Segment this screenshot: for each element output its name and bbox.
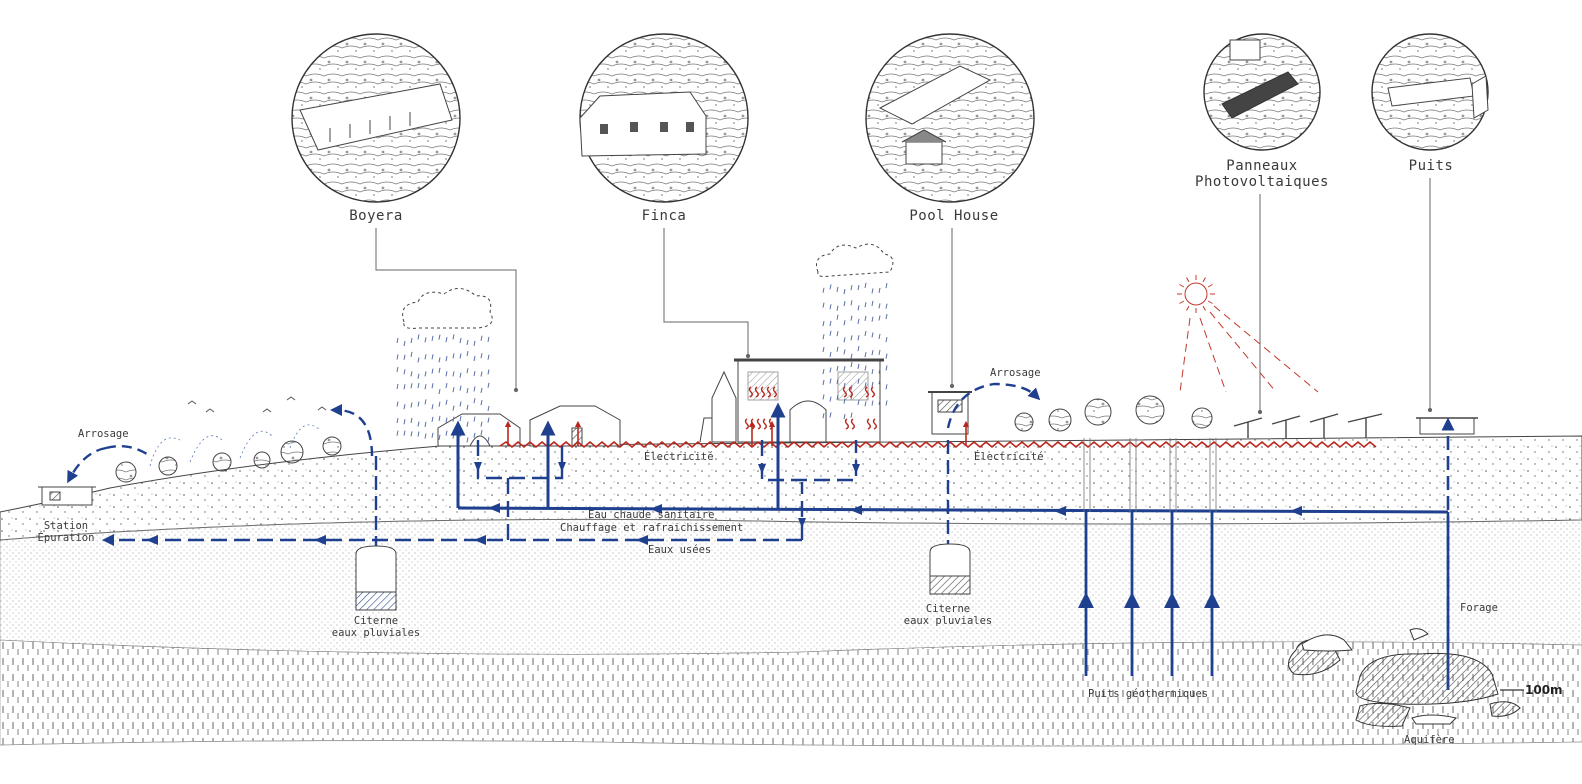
waste-water-lines	[102, 440, 858, 546]
vignette-pool-house	[865, 33, 1035, 203]
depth-scale-label: 100m	[1525, 683, 1563, 697]
orchard-trees	[1014, 395, 1213, 432]
label-citerne-left-line1: Citerne	[353, 615, 399, 627]
label-forage: Forage	[1460, 602, 1498, 614]
label-electricite-right: Électricité	[974, 451, 1044, 463]
callout-label-panneaux: Panneaux Photovoltaiques	[1195, 158, 1329, 190]
label-aquifere: Aquifère	[1404, 734, 1455, 746]
vignette-boyera	[291, 33, 461, 203]
rain-clouds	[402, 243, 894, 329]
irrigation-arc-right	[946, 382, 1041, 429]
irrigation-arc-left	[330, 404, 374, 457]
callout-label-panneaux-line2: Photovoltaiques	[1195, 174, 1329, 191]
aquifer-rocks	[1288, 628, 1524, 727]
solar-panel-rows	[1233, 413, 1383, 438]
label-station-line2: Épuration	[37, 532, 95, 545]
label-citerne-right: Citerne eaux pluviales	[904, 603, 993, 627]
callout-label-pool-house: Pool House	[909, 208, 999, 224]
electricity-line	[499, 440, 1377, 449]
birds	[187, 396, 327, 413]
vignette-panneaux	[1203, 33, 1321, 151]
label-citerne-right-line1: Citerne	[925, 603, 971, 615]
cloud-right	[816, 243, 894, 277]
cloud-left	[402, 288, 493, 329]
rain-drops	[396, 282, 888, 443]
label-citerne-left-line2: eaux pluviales	[331, 627, 421, 640]
label-eau-chaude: Eau chaude sanitaire	[588, 509, 715, 521]
label-eaux-usees: Eaux usées	[648, 544, 712, 556]
solar-rays	[1179, 305, 1319, 393]
label-puits-geothermiques: Puits géothermiques	[1088, 688, 1209, 700]
cistern-left	[355, 545, 397, 611]
geothermal-wells	[1078, 512, 1220, 676]
cistern-right	[929, 543, 971, 595]
callout-label-boyera: Boyera	[349, 208, 403, 224]
radiators	[744, 386, 877, 430]
callout-label-finca: Finca	[641, 208, 687, 224]
leader-lines	[375, 178, 1433, 415]
slope-trees	[115, 436, 342, 483]
callout-label-panneaux-line1: Panneaux	[1226, 158, 1298, 174]
label-station-epuration: Station Épuration	[38, 520, 95, 544]
label-citerne-left: Citerne eaux pluviales	[332, 615, 421, 639]
label-citerne-right-line2: eaux pluviales	[903, 615, 993, 628]
boyera-buildings	[437, 405, 621, 447]
sun-icon	[1184, 282, 1208, 306]
bedrock-layer	[0, 639, 1582, 747]
label-station-line1: Station	[43, 520, 89, 532]
vignette-finca	[579, 33, 749, 203]
sun	[1177, 275, 1215, 313]
vignettes	[291, 33, 1489, 203]
supply-main-line	[457, 506, 1449, 514]
finca-building	[699, 358, 884, 443]
callout-label-puits: Puits	[1408, 158, 1454, 174]
ground-layers	[0, 435, 1582, 747]
label-arrosage-right: Arrosage	[990, 367, 1041, 379]
label-chauffage: Chauffage et rafraichissement	[560, 522, 744, 534]
sprinkler-arcs	[149, 424, 321, 467]
landscape-features	[38, 358, 1478, 506]
label-electricite-left: Électricité	[644, 451, 714, 463]
electricity-network	[499, 420, 1377, 449]
label-arrosage-left: Arrosage	[78, 428, 129, 440]
vignette-puits	[1371, 33, 1489, 151]
